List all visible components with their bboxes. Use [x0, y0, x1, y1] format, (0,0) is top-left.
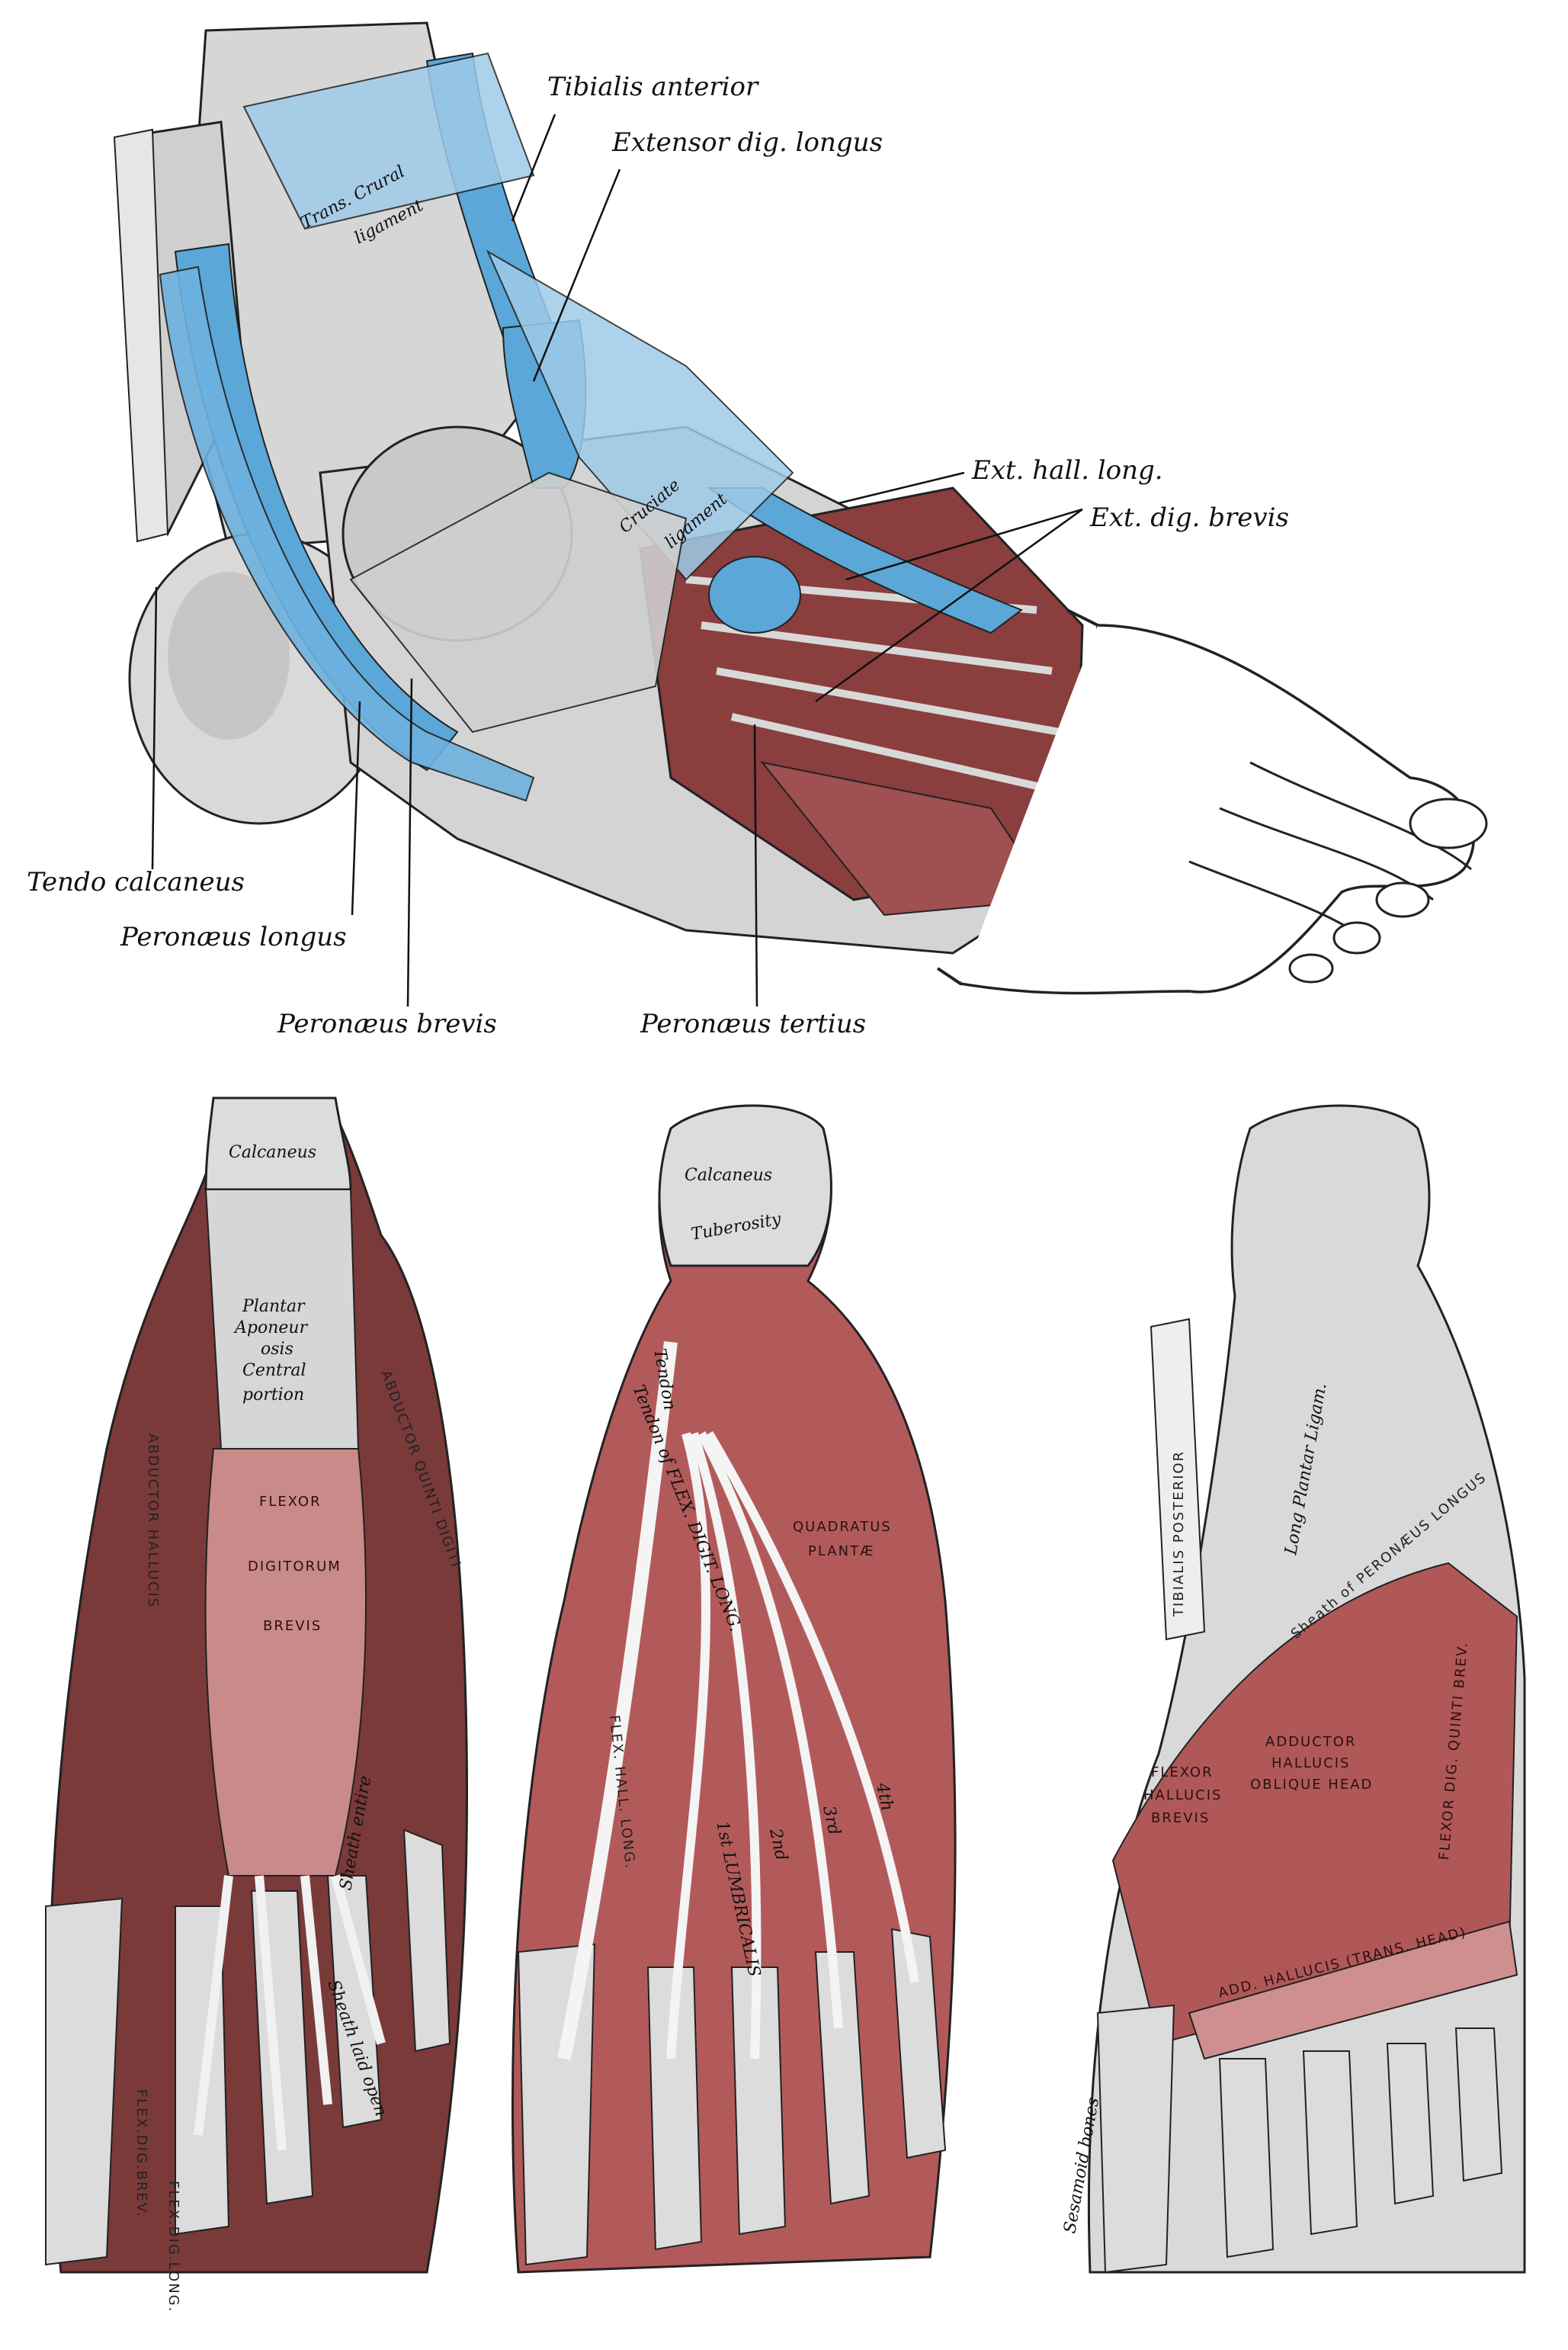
- label-plantar-2: Aponeur: [233, 1318, 309, 1337]
- label-peronaeus-brevis: Peronæus brevis: [277, 1009, 497, 1039]
- label-extensor-dig-longus: Extensor dig. longus: [611, 127, 883, 158]
- label-oblique-head: OBLIQUE HEAD: [1250, 1777, 1373, 1793]
- leader-ext-dig-brevis-1: [845, 508, 1083, 581]
- leader-peronaeus-brevis: [406, 678, 413, 1007]
- leader-tendo-calcaneus: [151, 586, 158, 870]
- plantar-middle-illustration: [511, 1104, 957, 2274]
- label-ext-hall-long: Ext. hall. long.: [971, 455, 1163, 486]
- leader-peronaeus-tertius: [753, 724, 758, 1007]
- plantar-deep-illustration: [1087, 1104, 1526, 2274]
- leader-ext-hall-long: [838, 471, 965, 505]
- label-hallucis-2: HALLUCIS: [1143, 1787, 1223, 1803]
- label-abductor-hallucis: ABDUCTOR HALLUCIS: [145, 1433, 161, 1608]
- label-hallucis-1: HALLUCIS: [1271, 1755, 1351, 1771]
- label-tibialis-anterior: Tibialis anterior: [547, 72, 759, 102]
- leader-ext-dig-brevis-2: [815, 508, 1083, 703]
- label-peronaeus-tertius: Peronæus tertius: [640, 1009, 866, 1039]
- leader-peronaeus-longus: [351, 701, 361, 916]
- label-digitorum: DIGITORUM: [248, 1559, 341, 1575]
- label-tendo-calcaneus: Tendo calcaneus: [27, 867, 245, 897]
- label-quadratus: QUADRATUS: [793, 1519, 892, 1535]
- plantar-superficial-illustration: [45, 1096, 469, 2274]
- label-flex-dig-brev: FLEX.DIG.BREV.: [133, 2089, 149, 2218]
- label-brevis-1: BREVIS: [263, 1618, 322, 1634]
- label-calcaneus-1: Calcaneus: [229, 1143, 316, 1162]
- leader-tibialis-anterior: [511, 114, 556, 222]
- label-brevis-2: BREVIS: [1151, 1810, 1210, 1826]
- leader-extensor-dig-longus: [532, 169, 621, 382]
- label-plantar-1: Plantar: [242, 1297, 306, 1316]
- label-adductor: ADDUCTOR: [1265, 1734, 1356, 1750]
- label-tibialis-posterior: TIBIALIS POSTERIOR: [1171, 1450, 1187, 1617]
- label-calcaneus-2: Calcaneus: [685, 1166, 772, 1185]
- label-peronaeus-longus: Peronæus longus: [120, 922, 347, 952]
- label-flex-dig-long: FLEX.DIG.LONG.: [165, 2181, 181, 2313]
- label-flexor-2: FLEXOR: [1151, 1764, 1214, 1780]
- label-plantar-5: portion: [242, 1385, 304, 1405]
- label-plantae: PLANTÆ: [808, 1543, 875, 1559]
- lateral-foot-illustration: [113, 21, 1488, 995]
- label-flexor-1: FLEXOR: [259, 1494, 322, 1510]
- label-plantar-4: Central: [242, 1361, 306, 1380]
- label-ext-dig-brevis: Ext. dig. brevis: [1089, 502, 1289, 533]
- label-plantar-3: osis: [261, 1340, 293, 1359]
